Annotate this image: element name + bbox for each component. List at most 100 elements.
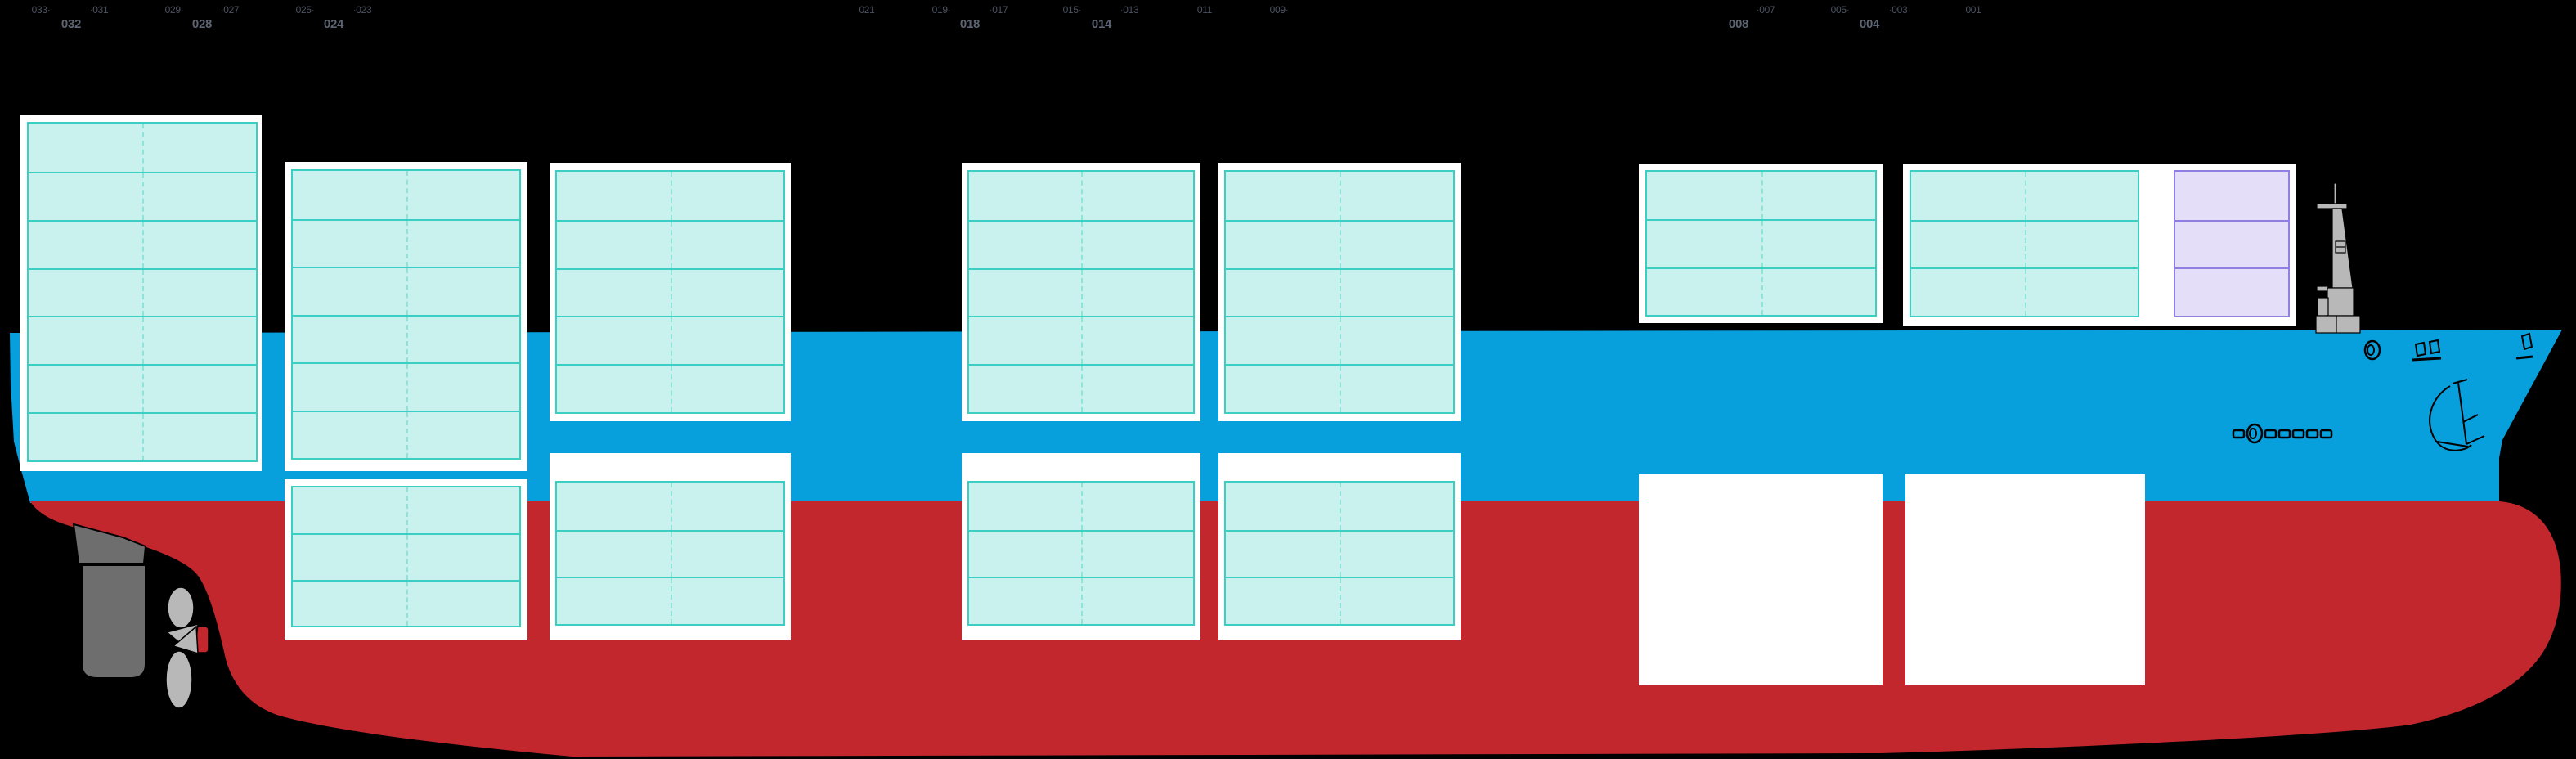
bay-032-deck-slot-r4-c0[interactable] bbox=[29, 317, 142, 365]
bay-014-hold-slot-r0-c0[interactable] bbox=[1226, 483, 1340, 530]
bay-018-deck-slot-r2-c0[interactable] bbox=[969, 269, 1081, 317]
bay-024-hold-slot-r0-c0[interactable] bbox=[557, 483, 671, 530]
bay-014-hold-slot-r0-c1[interactable] bbox=[1340, 483, 1453, 530]
bay-018-deck-slot-r4-c1[interactable] bbox=[1081, 366, 1193, 412]
bay-024-deck-slot-r0-c1[interactable] bbox=[670, 172, 783, 220]
bay-028-deck-slot-r5-c1[interactable] bbox=[406, 411, 519, 458]
bay-024-deck-slot-r4-c1[interactable] bbox=[670, 366, 783, 412]
bay-024-deck-slot-r4-c0[interactable] bbox=[557, 366, 671, 412]
bay-014-deck-row-4 bbox=[1226, 364, 1453, 412]
bay-028-hold-slot-r2-c1[interactable] bbox=[406, 581, 519, 626]
bay-008-deck-slot-r1-c0[interactable] bbox=[1647, 221, 1761, 267]
bay-014-hold-slot-r1-c0[interactable] bbox=[1226, 531, 1340, 577]
bay-014-hold-slot-r2-c1[interactable] bbox=[1340, 578, 1453, 624]
bay-024-deck-slot-r2-c1[interactable] bbox=[670, 269, 783, 317]
bay-028-hold-grid-0 bbox=[291, 486, 521, 627]
bay-004-deck-slot-r0-c0[interactable] bbox=[2175, 172, 2288, 220]
bay-024-deck-slot-r1-c0[interactable] bbox=[557, 221, 671, 268]
bay-024-deck-slot-r3-c1[interactable] bbox=[670, 317, 783, 365]
bay-008-deck-slot-r0-c0[interactable] bbox=[1647, 172, 1761, 220]
bay-014-deck-slot-r0-c1[interactable] bbox=[1340, 172, 1453, 220]
bay-018-deck-slot-r4-c0[interactable] bbox=[969, 366, 1081, 412]
bay-018-hold-slot-r1-c1[interactable] bbox=[1081, 531, 1193, 577]
bay-024-hold-slot-r2-c1[interactable] bbox=[670, 578, 783, 624]
bay-018-deck-slot-r0-c0[interactable] bbox=[969, 172, 1081, 220]
bay-028-hold-slot-r0-c0[interactable] bbox=[293, 487, 406, 534]
bay-024-hold-slot-r1-c0[interactable] bbox=[557, 531, 671, 577]
bay-018-hold-slot-r2-c1[interactable] bbox=[1081, 578, 1193, 624]
bay-004-deck-slot-r1-c1[interactable] bbox=[2024, 221, 2138, 268]
bay-004-deck-slot-r0-c0[interactable] bbox=[1911, 172, 2025, 220]
bay-028-deck-slot-r0-c1[interactable] bbox=[406, 171, 519, 219]
bay-008-deck-slot-r2-c0[interactable] bbox=[1647, 268, 1761, 315]
bay-004-deck-slot-r0-c1[interactable] bbox=[2024, 172, 2138, 220]
bay-018-hold-slot-r0-c0[interactable] bbox=[969, 483, 1081, 530]
bay-014-deck-slot-r1-c0[interactable] bbox=[1226, 221, 1340, 268]
bay-032-deck-slot-r1-c1[interactable] bbox=[142, 173, 256, 220]
bay-014-hold-slot-r2-c0[interactable] bbox=[1226, 578, 1340, 624]
bay-032-deck-slot-r6-c0[interactable] bbox=[29, 414, 142, 460]
bay-032-deck-slot-r3-c1[interactable] bbox=[142, 269, 256, 317]
bay-008-deck-slot-r0-c1[interactable] bbox=[1761, 172, 1875, 220]
bay-018-hold-slot-r0-c1[interactable] bbox=[1081, 483, 1193, 530]
bay-018-deck-slot-r3-c1[interactable] bbox=[1081, 317, 1193, 365]
bay-028-hold-slot-r1-c1[interactable] bbox=[406, 535, 519, 580]
bay-028-deck-slot-r2-c1[interactable] bbox=[406, 268, 519, 315]
bay-018-deck-slot-r3-c0[interactable] bbox=[969, 317, 1081, 365]
bay-004-deck-slot-r2-c0[interactable] bbox=[1911, 269, 2025, 316]
bay-018-deck-slot-r1-c0[interactable] bbox=[969, 221, 1081, 268]
bay-018-hold-slot-r1-c0[interactable] bbox=[969, 531, 1081, 577]
bay-008-deck-slot-r1-c1[interactable] bbox=[1761, 221, 1875, 267]
bay-032-deck-slot-r2-c1[interactable] bbox=[142, 221, 256, 268]
bay-024-deck-slot-r2-c0[interactable] bbox=[557, 269, 671, 317]
bay-032-deck-slot-r2-c0[interactable] bbox=[29, 221, 142, 268]
bay-014-deck-slot-r3-c0[interactable] bbox=[1226, 317, 1340, 365]
bay-032-deck-slot-r5-c0[interactable] bbox=[29, 366, 142, 413]
bay-008-deck-row-1 bbox=[1647, 219, 1875, 267]
bay-018-deck-slot-r0-c1[interactable] bbox=[1081, 172, 1193, 220]
bay-004-deck-slot-r2-c1[interactable] bbox=[2024, 269, 2138, 316]
bay-032-deck-slot-r0-c1[interactable] bbox=[142, 124, 256, 172]
bay-004-deck-slot-r1-c0[interactable] bbox=[2175, 221, 2288, 268]
bay-018-deck-slot-r2-c1[interactable] bbox=[1081, 269, 1193, 317]
bay-024-hold-slot-r2-c0[interactable] bbox=[557, 578, 671, 624]
bay-028-deck-slot-r5-c0[interactable] bbox=[293, 411, 406, 458]
bay-028-hold-slot-r2-c0[interactable] bbox=[293, 581, 406, 626]
bay-028-hold-slot-r1-c0[interactable] bbox=[293, 535, 406, 580]
bay-014-hold-slot-r1-c1[interactable] bbox=[1340, 531, 1453, 577]
bay-014-deck-slot-r3-c1[interactable] bbox=[1340, 317, 1453, 365]
bay-014-deck-slot-r2-c1[interactable] bbox=[1340, 269, 1453, 317]
bay-018-hold-slot-r2-c0[interactable] bbox=[969, 578, 1081, 624]
bay-032-deck-slot-r1-c0[interactable] bbox=[29, 173, 142, 220]
bay-014-deck-slot-r0-c0[interactable] bbox=[1226, 172, 1340, 220]
bay-028-deck-row-0 bbox=[293, 171, 519, 219]
bay-024-hold-slot-r1-c1[interactable] bbox=[670, 531, 783, 577]
bay-028-deck-slot-r1-c0[interactable] bbox=[293, 220, 406, 267]
bay-032-deck-slot-r5-c1[interactable] bbox=[142, 366, 256, 413]
bay-028-hold-slot-r0-c1[interactable] bbox=[406, 487, 519, 534]
bay-004-deck-slot-r1-c0[interactable] bbox=[1911, 221, 2025, 268]
bay-004-deck-slot-r2-c0[interactable] bbox=[2175, 269, 2288, 316]
bay-014-deck-slot-r2-c0[interactable] bbox=[1226, 269, 1340, 317]
bay-032-deck-slot-r6-c1[interactable] bbox=[142, 414, 256, 460]
bay-018-deck-slot-r1-c1[interactable] bbox=[1081, 221, 1193, 268]
bay-032-deck-slot-r4-c1[interactable] bbox=[142, 317, 256, 365]
bay-028-deck-slot-r3-c1[interactable] bbox=[406, 316, 519, 362]
bay-028-deck-slot-r4-c1[interactable] bbox=[406, 364, 519, 411]
bay-032-deck-slot-r0-c0[interactable] bbox=[29, 124, 142, 172]
bay-label-013: ·013 bbox=[1120, 4, 1139, 16]
bay-008-deck-slot-r2-c1[interactable] bbox=[1761, 268, 1875, 315]
bay-024-deck-slot-r3-c0[interactable] bbox=[557, 317, 671, 365]
bay-028-deck-slot-r1-c1[interactable] bbox=[406, 220, 519, 267]
bay-028-deck-slot-r4-c0[interactable] bbox=[293, 364, 406, 411]
bay-014-deck-slot-r1-c1[interactable] bbox=[1340, 221, 1453, 268]
bay-028-deck-slot-r3-c0[interactable] bbox=[293, 316, 406, 362]
bay-024-hold-slot-r0-c1[interactable] bbox=[670, 483, 783, 530]
bay-014-deck-slot-r4-c1[interactable] bbox=[1340, 366, 1453, 412]
bay-024-deck-slot-r0-c0[interactable] bbox=[557, 172, 671, 220]
bay-014-deck-slot-r4-c0[interactable] bbox=[1226, 366, 1340, 412]
bay-024-deck-slot-r1-c1[interactable] bbox=[670, 221, 783, 268]
bay-032-deck-slot-r3-c0[interactable] bbox=[29, 269, 142, 317]
bay-028-deck-slot-r0-c0[interactable] bbox=[293, 171, 406, 219]
bay-028-deck-slot-r2-c0[interactable] bbox=[293, 268, 406, 315]
